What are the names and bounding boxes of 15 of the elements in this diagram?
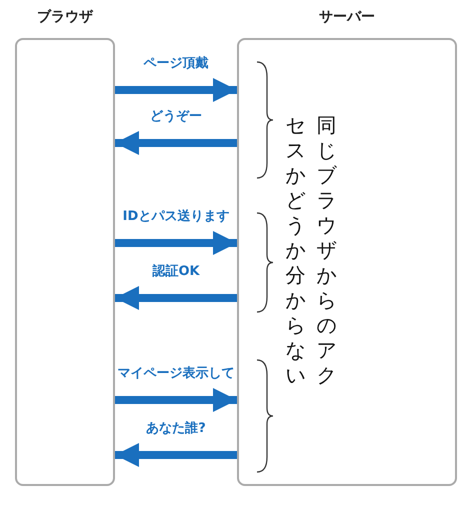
vertical-note: 同じブラウザからのアクセスかどうか分からない: [285, 113, 337, 388]
edge-label: どうぞー: [149, 107, 203, 125]
arrow: [115, 443, 237, 467]
edge-label: 認証OK: [151, 262, 201, 280]
arrow: [115, 78, 237, 102]
arrow: [115, 131, 237, 155]
box-title: ブラウザ: [36, 8, 94, 26]
arrow: [115, 286, 237, 310]
edge-label: IDとパス送ります: [122, 207, 230, 225]
arrow: [115, 231, 237, 255]
arrow: [115, 388, 237, 412]
edge-label: マイページ表示して: [116, 364, 236, 382]
edge-label: あなた誰?: [145, 419, 207, 437]
box-title: サーバー: [318, 8, 376, 26]
edge-label: ページ頂戴: [142, 54, 210, 72]
